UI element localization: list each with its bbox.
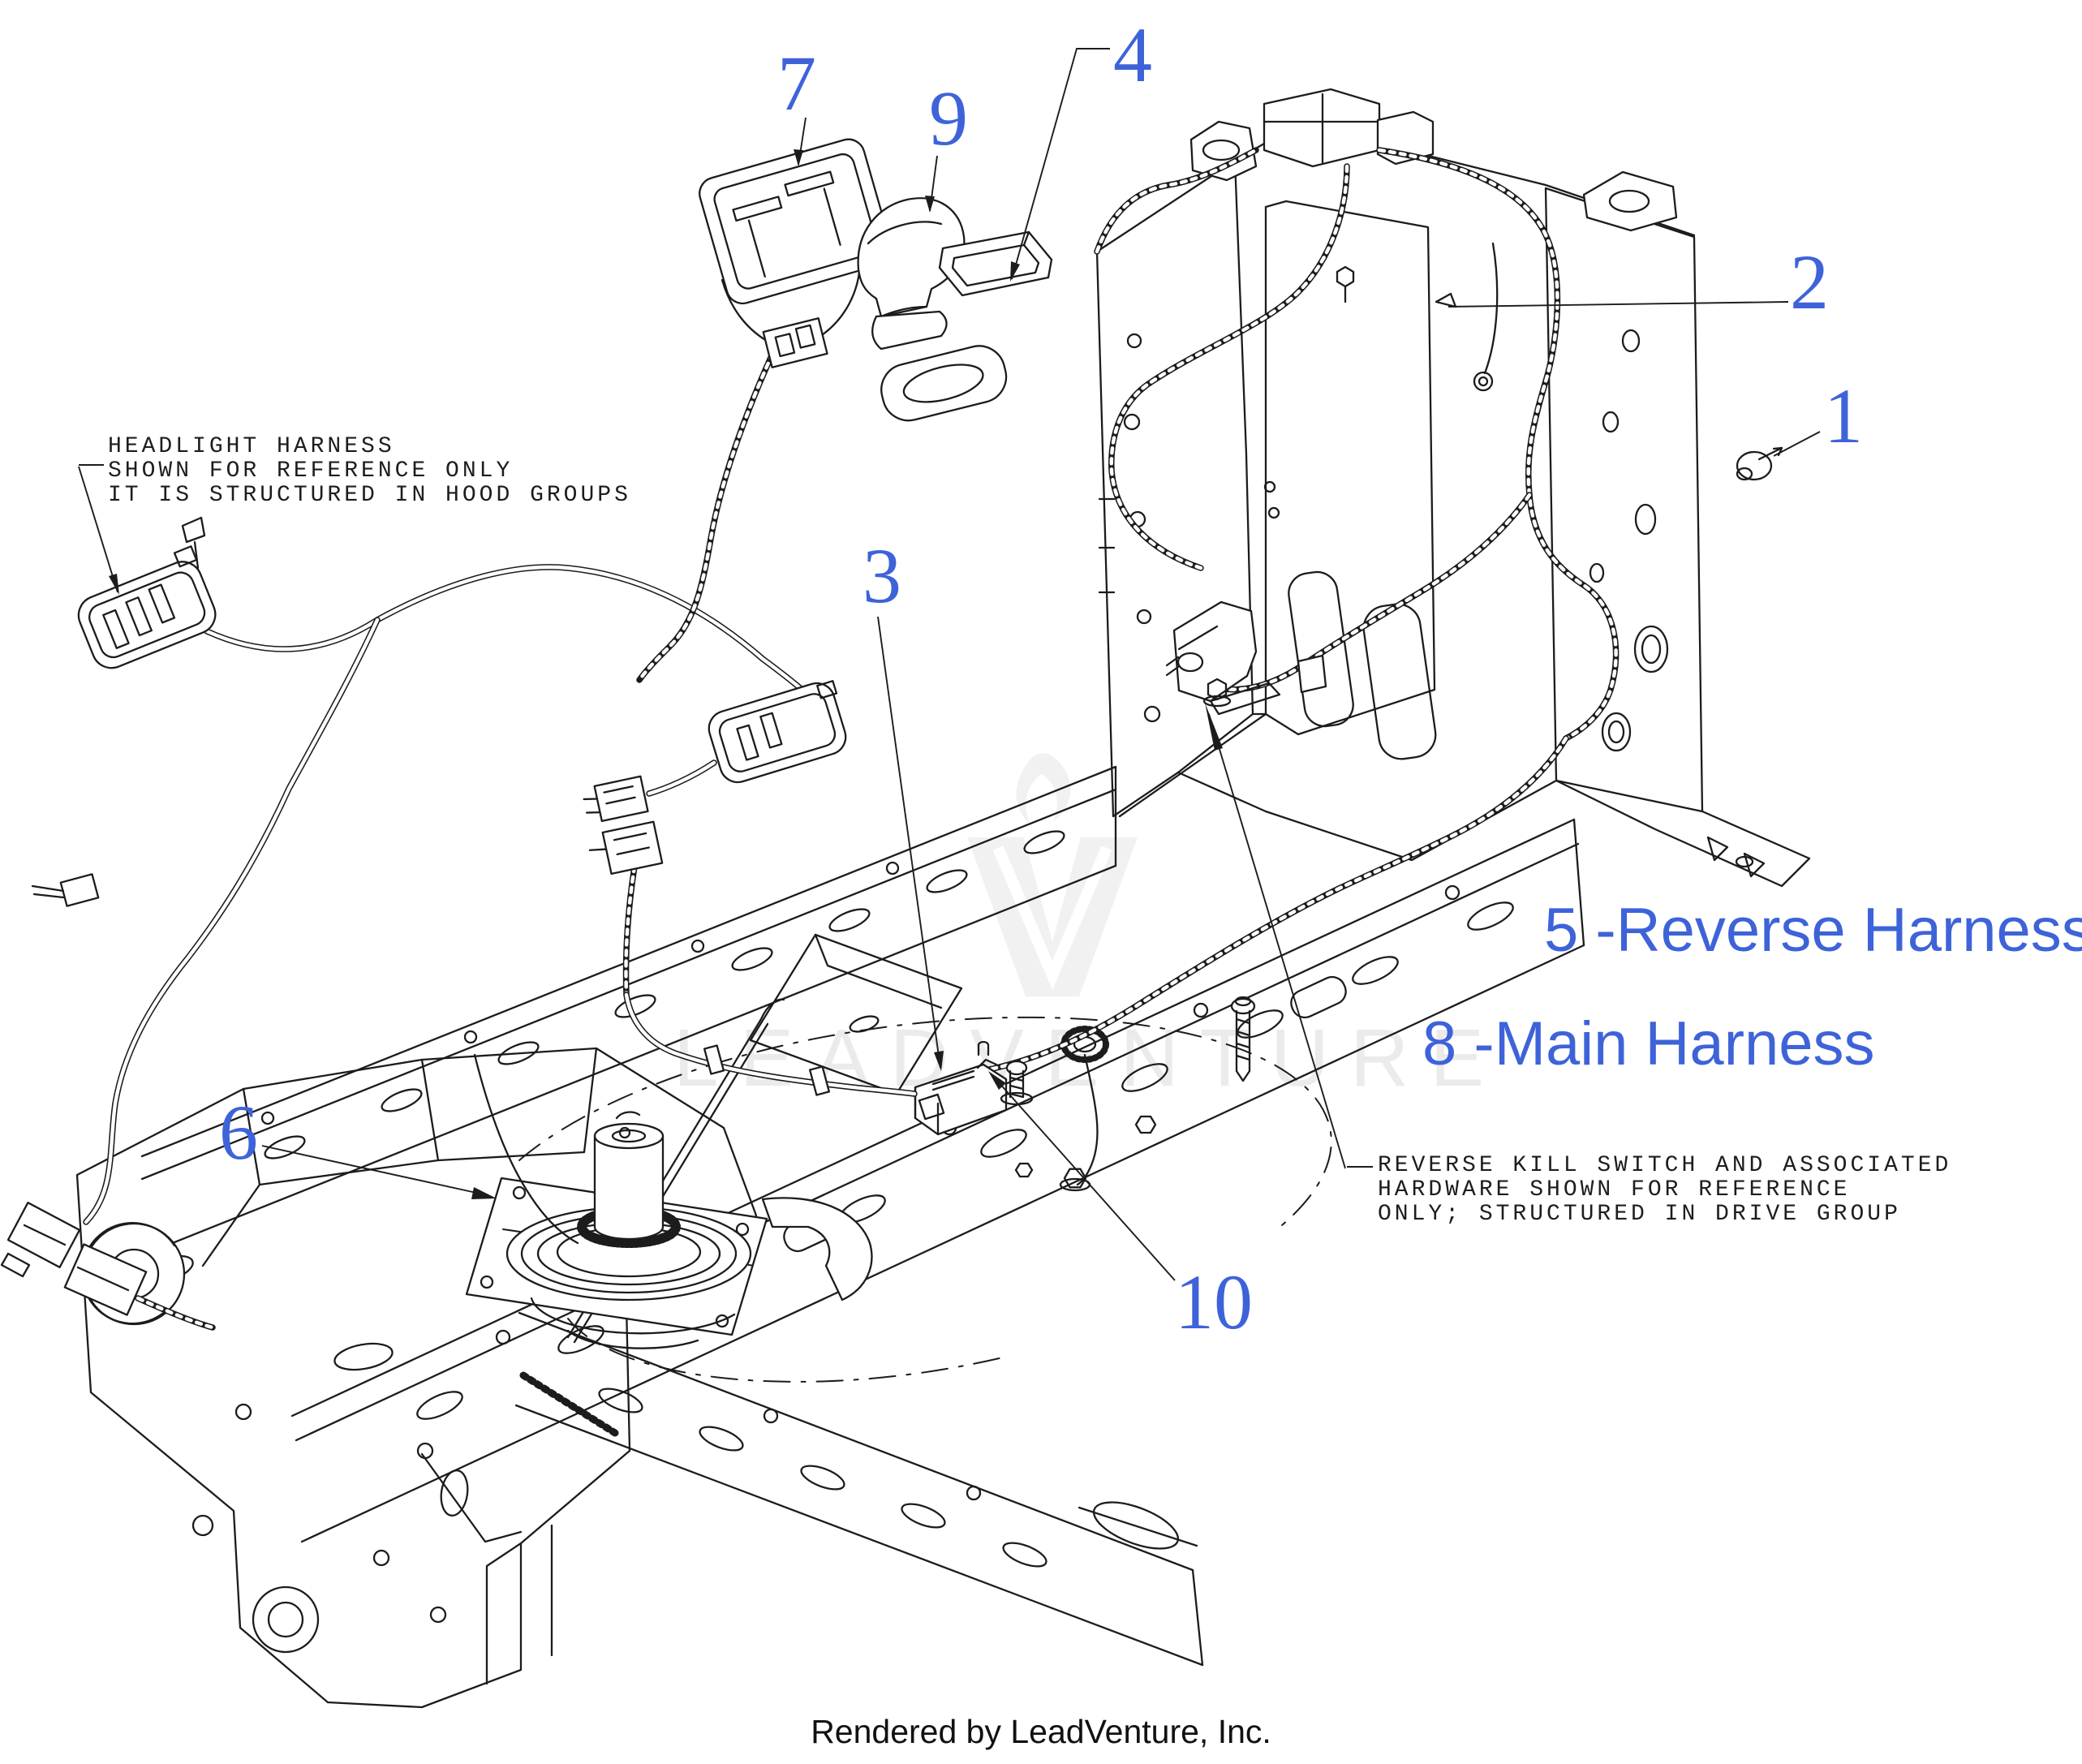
key-switch-connector <box>699 138 893 368</box>
harness-end-connectors <box>0 1201 148 1316</box>
headlight-connector-left <box>77 545 217 669</box>
headlight-note: HEADLIGHT HARNESS SHOWN FOR REFERENCE ON… <box>108 434 631 508</box>
pto-clutch-pulley <box>505 1111 873 1349</box>
footer-credit: Rendered by LeadVenture, Inc. <box>811 1713 1271 1750</box>
callout-1[interactable]: 1 <box>1824 372 1863 459</box>
headlight-harness <box>0 351 918 1331</box>
callout-2[interactable]: 2 <box>1790 239 1829 325</box>
headlight-note-line3: IT IS STRUCTURED IN HOOD GROUPS <box>108 483 631 508</box>
push-rivet <box>1736 446 1783 481</box>
clutch-wire <box>473 1053 579 1245</box>
headlight-note-line2: SHOWN FOR REFERENCE ONLY <box>108 458 513 484</box>
callout-3[interactable]: 3 <box>862 532 901 619</box>
reverse-kill-switch <box>1165 600 1281 716</box>
reverse-kill-note-line3: ONLY; STRUCTURED IN DRIVE GROUP <box>1378 1202 1901 1227</box>
callout-6[interactable]: 6 <box>219 1089 258 1176</box>
inline-connectors <box>583 775 664 876</box>
reverse-kill-note-line2: HARDWARE SHOWN FOR REFERENCE <box>1378 1177 1850 1203</box>
headlight-connector-mid <box>708 680 847 784</box>
callout-leaders <box>78 48 1821 1281</box>
key-boot <box>857 197 1008 422</box>
callout-9[interactable]: 9 <box>929 75 968 161</box>
legend-reverse-harness[interactable]: 5 -Reverse Harness <box>1544 896 2082 965</box>
wire-clip <box>31 873 100 907</box>
callout-7[interactable]: 7 <box>777 40 816 127</box>
callout-10[interactable]: 10 <box>1175 1258 1253 1345</box>
rear-dash-tower <box>1095 88 1811 888</box>
callout-4[interactable]: 4 <box>1113 11 1152 98</box>
legend-main-harness[interactable]: 8 -Main Harness <box>1422 1009 1875 1078</box>
mounting-screws <box>1000 996 1256 1192</box>
watermark-flame-icon <box>1016 753 1071 824</box>
headlight-note-line1: HEADLIGHT HARNESS <box>108 434 395 459</box>
harness-connector-3 <box>914 1040 1008 1136</box>
frame-right-extension <box>514 1311 1204 1667</box>
reverse-kill-note-line1: REVERSE KILL SWITCH AND ASSOCIATED <box>1378 1153 1951 1178</box>
front-frame-assembly <box>75 998 785 1709</box>
spring <box>519 1371 619 1437</box>
frame-linework <box>0 88 1811 1709</box>
legend-labels: 5 -Reverse Harness 8 -Main Harness <box>1422 896 2082 1078</box>
reverse-kill-note: REVERSE KILL SWITCH AND ASSOCIATED HARDW… <box>1378 1153 1951 1227</box>
callout-numbers: 7 9 4 2 1 3 6 10 <box>219 11 1863 1345</box>
retainer-plate <box>938 230 1053 297</box>
